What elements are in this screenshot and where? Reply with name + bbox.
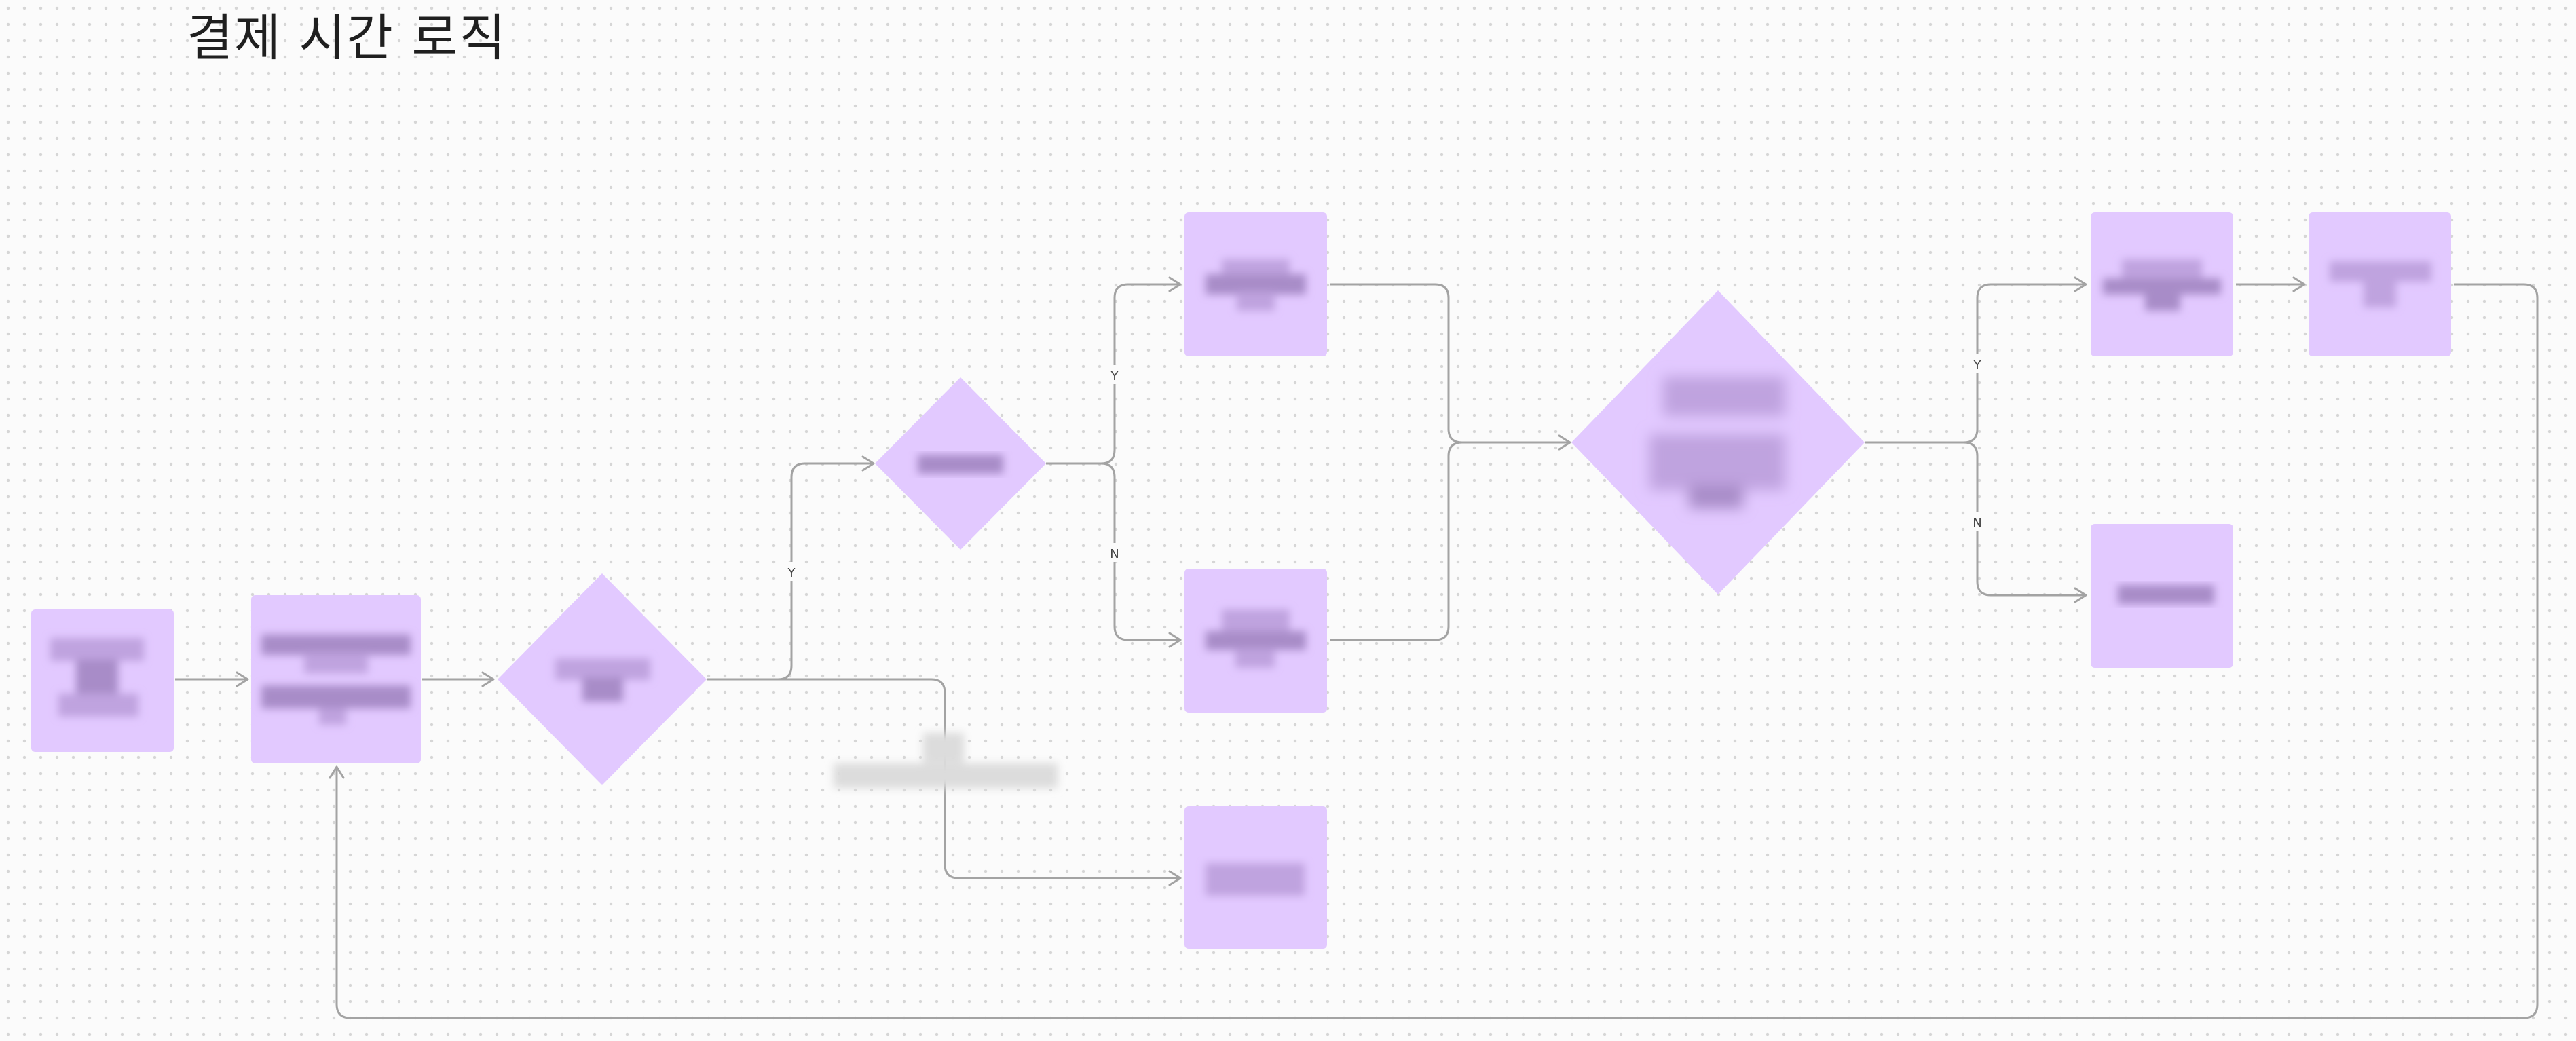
edge-label-yes-1: Y	[787, 566, 796, 580]
arrowhead	[236, 671, 249, 687]
edge-labels: Y Y N Y N	[783, 354, 1985, 581]
arrowhead	[1558, 434, 1571, 451]
redacted-label	[1206, 259, 1306, 311]
arrowhead	[2074, 276, 2087, 292]
box-far-right[interactable]	[2309, 212, 2451, 356]
box-mid-mid[interactable]	[1184, 569, 1327, 713]
redacted-label	[2118, 585, 2214, 604]
arrowhead	[2292, 276, 2306, 292]
process-box[interactable]	[251, 595, 421, 763]
decision-2-diamond[interactable]	[875, 377, 1046, 550]
edge-label-yes-3: Y	[1973, 358, 1982, 373]
arrowhead	[1168, 870, 1182, 886]
redacted-label	[2330, 261, 2431, 307]
diagram-title: 결제 시간 로직	[187, 9, 507, 67]
arrowhead	[481, 671, 495, 687]
edge-label-no-3: N	[1973, 516, 1981, 530]
edge-loop-back-to-process[interactable]	[335, 283, 2539, 1019]
arrowhead	[1168, 276, 1182, 292]
redacted-label	[1206, 863, 1305, 896]
decision-1-diamond[interactable]	[498, 573, 707, 785]
arrowhead	[861, 455, 875, 472]
redacted-label	[2103, 259, 2221, 311]
edge-decision-2-no[interactable]	[1100, 462, 1180, 641]
redacted-label	[1649, 377, 1785, 508]
box-bottom-mid[interactable]	[1184, 806, 1327, 949]
box-top-mid[interactable]	[1184, 212, 1327, 356]
arrowhead	[2074, 587, 2087, 603]
connectors	[175, 276, 2539, 1019]
edge-decision-3-no[interactable]	[1963, 441, 2085, 597]
redacted-label	[1206, 609, 1306, 668]
arrowhead	[329, 765, 345, 779]
redacted-label	[50, 638, 144, 717]
edge-mid-mid-to-decision-3[interactable]	[1330, 441, 1463, 641]
redacted-label	[555, 658, 650, 702]
box-right-yes[interactable]	[2091, 212, 2233, 356]
redacted-label	[261, 635, 411, 725]
start-box[interactable]	[31, 609, 174, 752]
redacted-label	[918, 455, 1003, 474]
edge-label-yes-2: Y	[1110, 369, 1119, 383]
edge-label-no-2: N	[1110, 547, 1119, 561]
box-right-no[interactable]	[2091, 524, 2233, 668]
decision-3-diamond[interactable]	[1571, 290, 1865, 594]
floating-note	[834, 733, 1058, 788]
edge-top-mid-to-decision-3[interactable]	[1330, 283, 1569, 444]
arrowhead	[1168, 632, 1182, 648]
